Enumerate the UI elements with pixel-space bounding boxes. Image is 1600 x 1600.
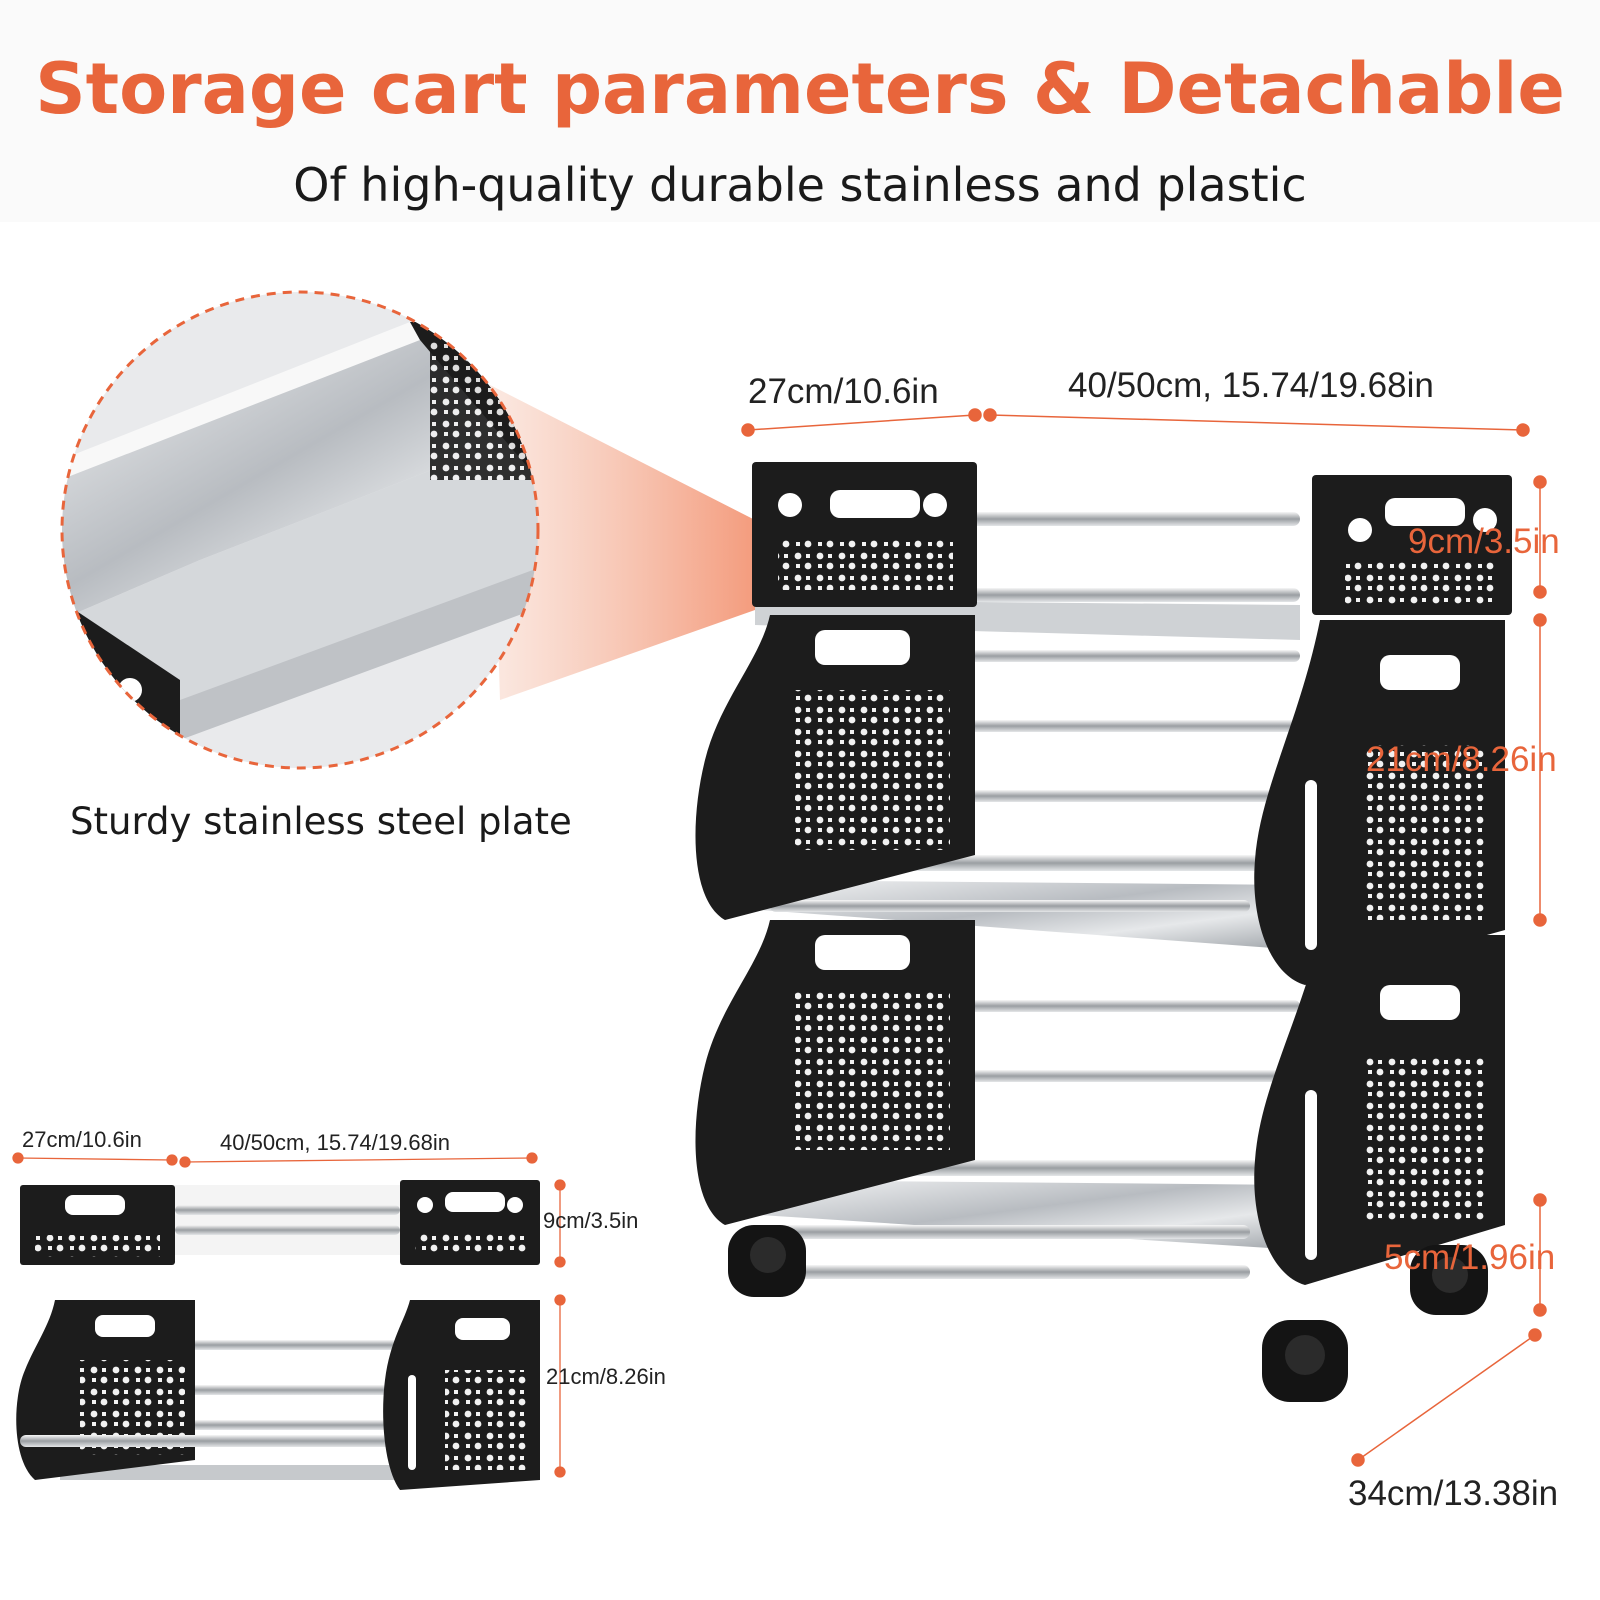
cart-main	[695, 462, 1512, 1402]
main-wheel-label: 5cm/1.96in	[1384, 1238, 1556, 1277]
main-middle-tier-label: 21cm/8.26in	[1366, 740, 1557, 779]
zoom-caption: Sturdy stainless steel plate	[70, 800, 572, 843]
main-depth-label: 27cm/10.6in	[748, 372, 939, 411]
cart-small-top	[20, 1180, 540, 1265]
main-dimension-lines	[741, 408, 1547, 1467]
page-title: Storage cart parameters & Detachable	[35, 48, 1565, 130]
zoom-circle-border	[60, 290, 540, 770]
wheel-front-left	[728, 1225, 806, 1297]
small-top-tier-label: 9cm/3.5in	[543, 1208, 639, 1233]
zoom-steel-plate	[62, 292, 538, 768]
zoom-beam	[490, 385, 755, 700]
small-dimension-lines	[12, 1152, 566, 1478]
small-depth-label: 27cm/10.6in	[22, 1127, 142, 1152]
small-width-label: 40/50cm, 15.74/19.68in	[220, 1130, 450, 1155]
main-top-tier-label: 9cm/3.5in	[1408, 522, 1560, 561]
page-subtitle: Of high-quality durable stainless and pl…	[293, 158, 1307, 212]
wheel-back-right	[1410, 1245, 1488, 1315]
main-width-label: 40/50cm, 15.74/19.68in	[1068, 366, 1434, 405]
wheel-front-right	[1262, 1320, 1348, 1402]
small-tier-label: 21cm/8.26in	[546, 1364, 666, 1389]
cart-small-bottom	[16, 1300, 540, 1490]
main-base-depth-label: 34cm/13.38in	[1348, 1474, 1559, 1513]
